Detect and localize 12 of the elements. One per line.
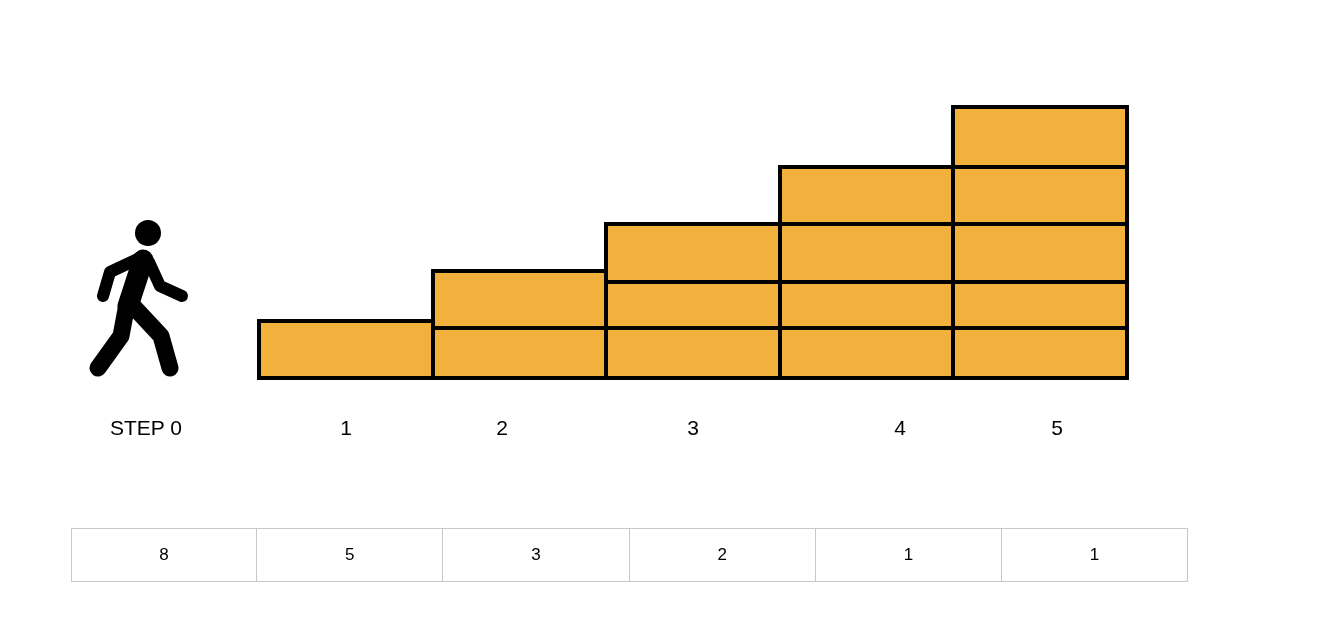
- table-cell: 5: [256, 528, 444, 582]
- table-cell: 2: [628, 528, 816, 582]
- table-cell: 1: [814, 528, 1002, 582]
- step-label: 4: [894, 416, 906, 440]
- step-label: STEP 0: [110, 416, 182, 440]
- table-cell: 1: [1001, 528, 1189, 582]
- table-cell: 3: [442, 528, 630, 582]
- step-label: 2: [496, 416, 508, 440]
- step-label: 5: [1051, 416, 1063, 440]
- step-label: 3: [687, 416, 699, 440]
- step-label: 1: [340, 416, 352, 440]
- table-cell: 8: [71, 528, 258, 582]
